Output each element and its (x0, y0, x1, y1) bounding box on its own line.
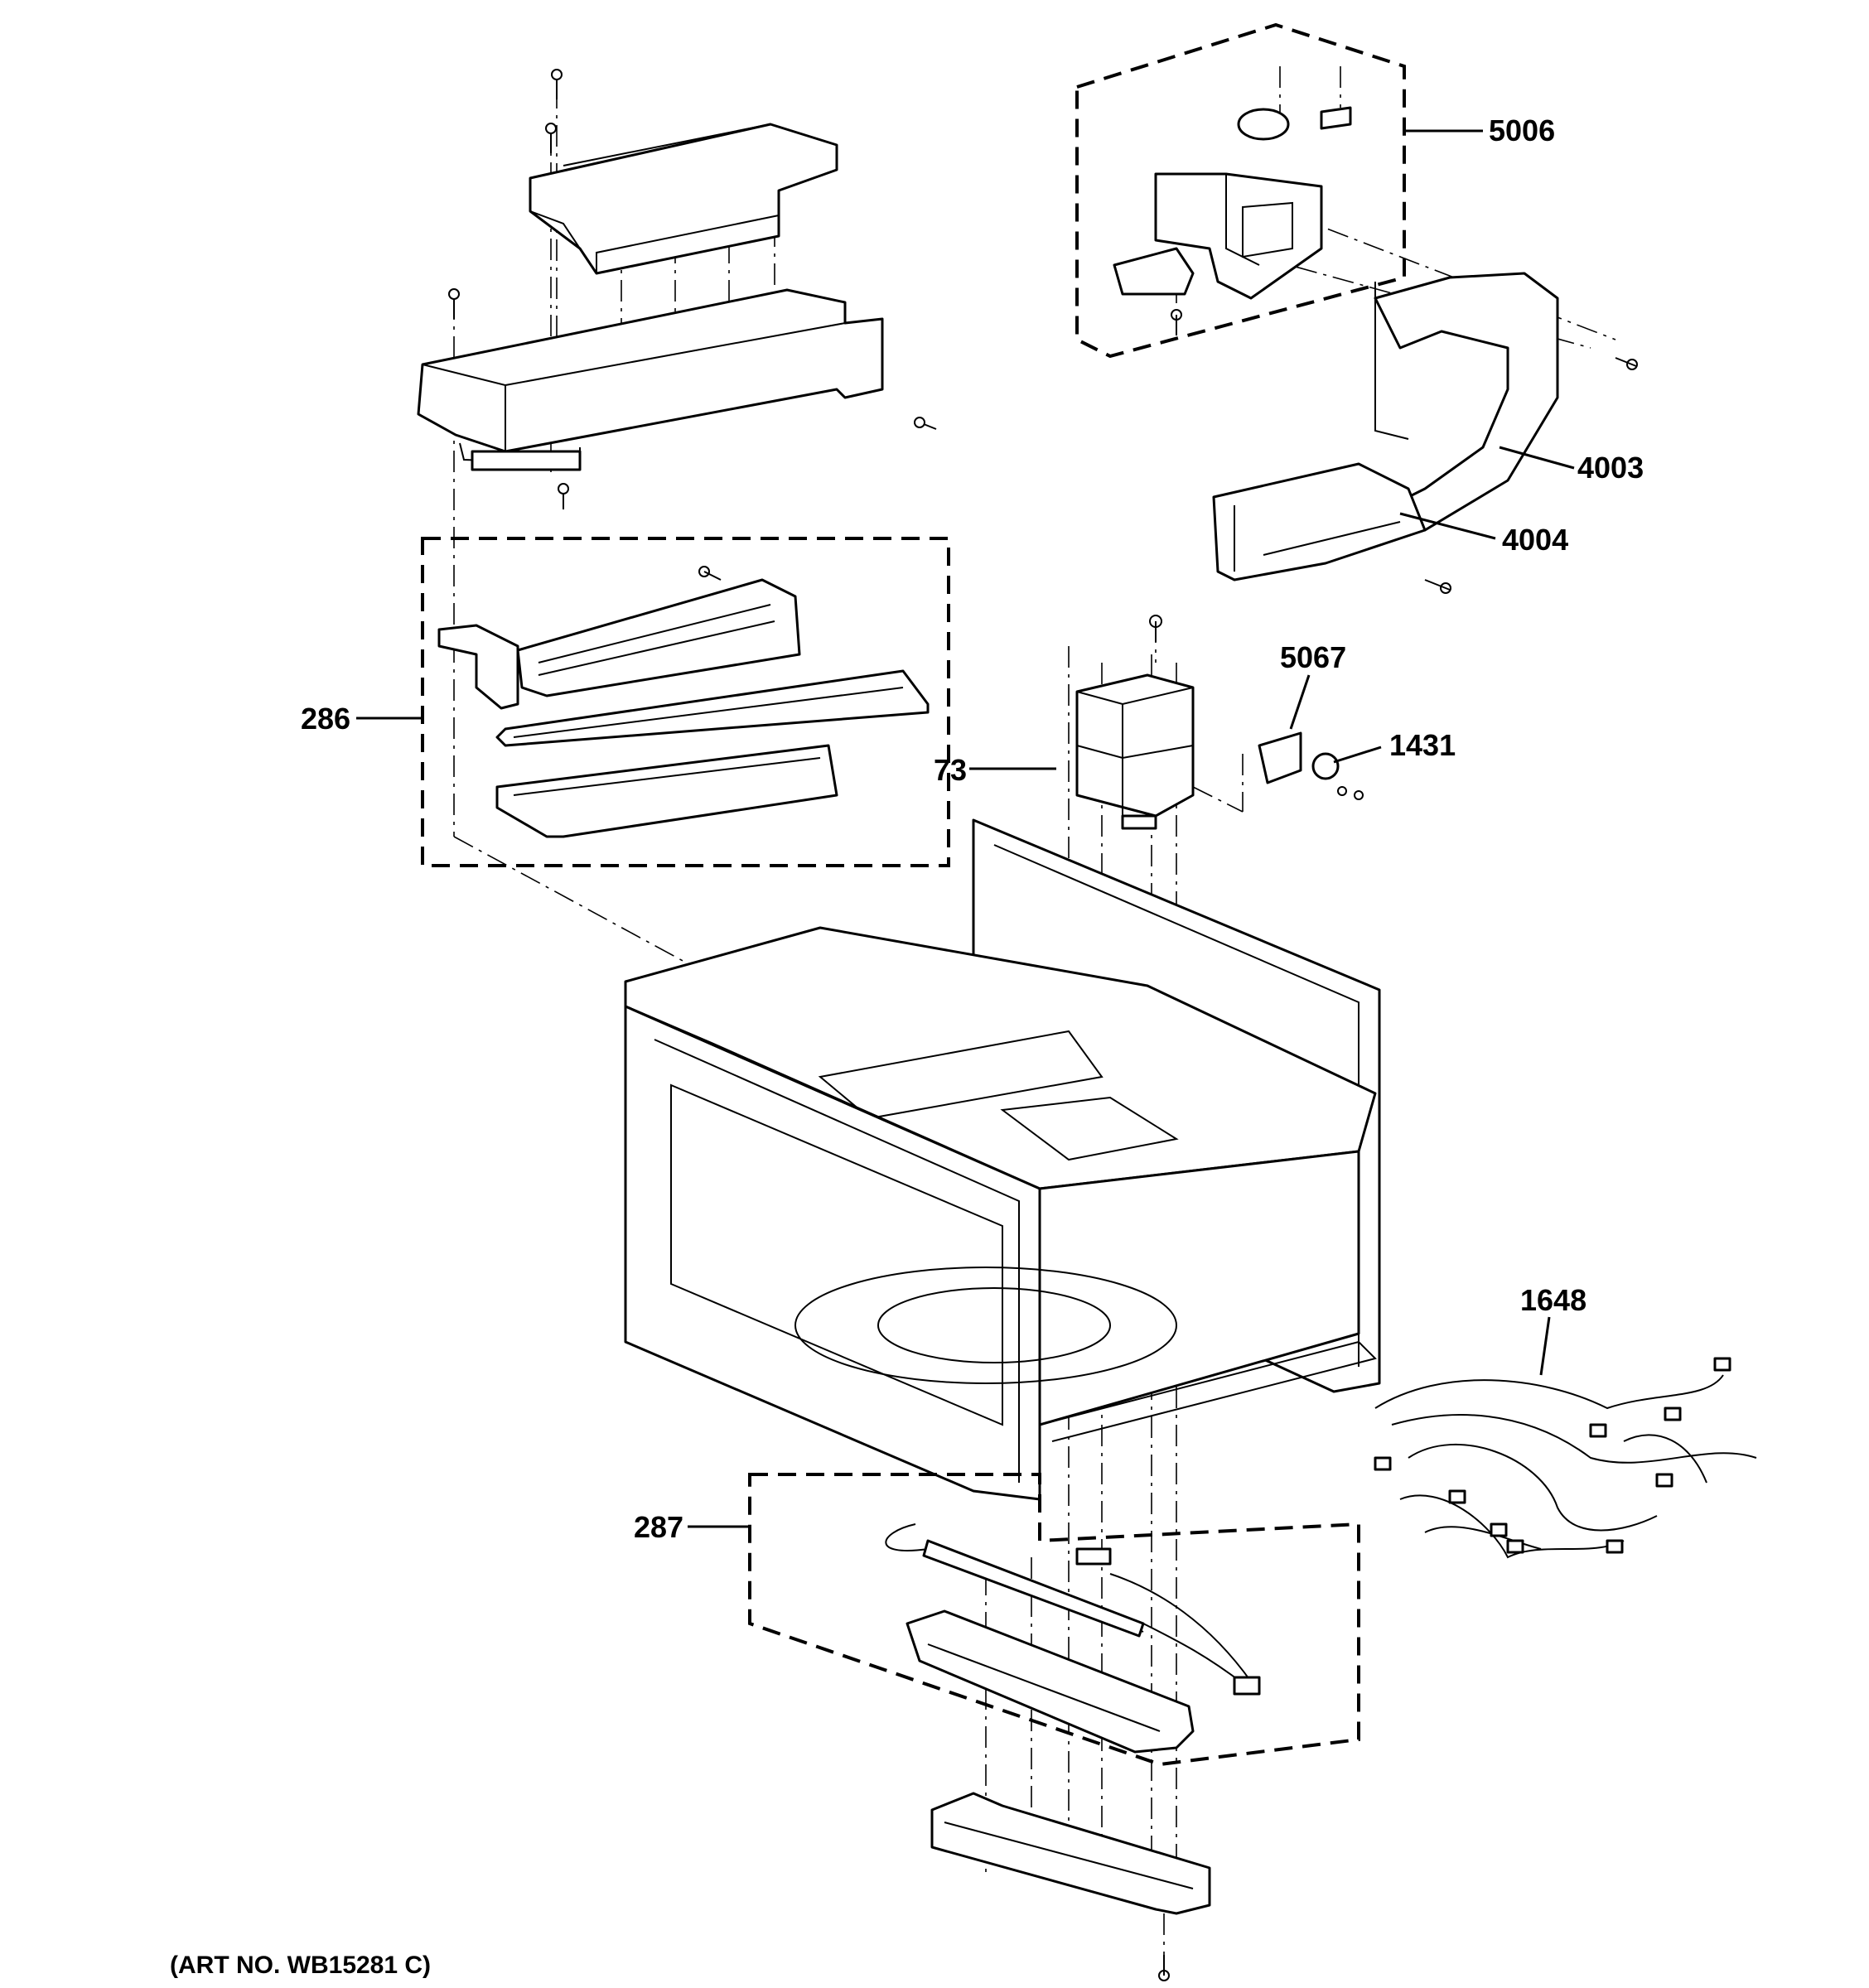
thermostat-bracket (1258, 731, 1364, 800)
callout-1648: 1648 (1520, 1283, 1586, 1317)
heater-assembly-287-box (748, 1473, 1360, 1767)
callout-4003: 4003 (1577, 451, 1644, 485)
lower-heater-assembly (885, 1523, 1261, 1754)
damper-assembly (1113, 106, 1352, 335)
wiring-harness (1374, 1357, 1757, 1559)
upper-heater-assembly (437, 566, 930, 838)
callout-5006: 5006 (1489, 113, 1555, 147)
callout-5067: 5067 (1280, 640, 1346, 674)
oven-cavity (624, 818, 1381, 1501)
duct-housing (417, 288, 884, 471)
callout-73: 73 (934, 753, 967, 787)
vent-screws (448, 69, 937, 509)
lower-heater-cover (930, 1792, 1211, 1981)
damper-assembly-5006-box (1075, 22, 1406, 359)
callout-287: 287 (634, 1510, 683, 1544)
air-duct (1212, 272, 1638, 594)
top-vent-cover (529, 123, 838, 275)
callout-286: 286 (301, 702, 350, 736)
art-number: (ART NO. WB15281 C) (170, 1952, 431, 1979)
callout-1431: 1431 (1389, 728, 1456, 762)
heater-assembly-286-box (421, 537, 950, 867)
leader-lines (356, 129, 1575, 1528)
magnetron (1075, 615, 1195, 830)
callout-4004: 4004 (1502, 523, 1568, 557)
